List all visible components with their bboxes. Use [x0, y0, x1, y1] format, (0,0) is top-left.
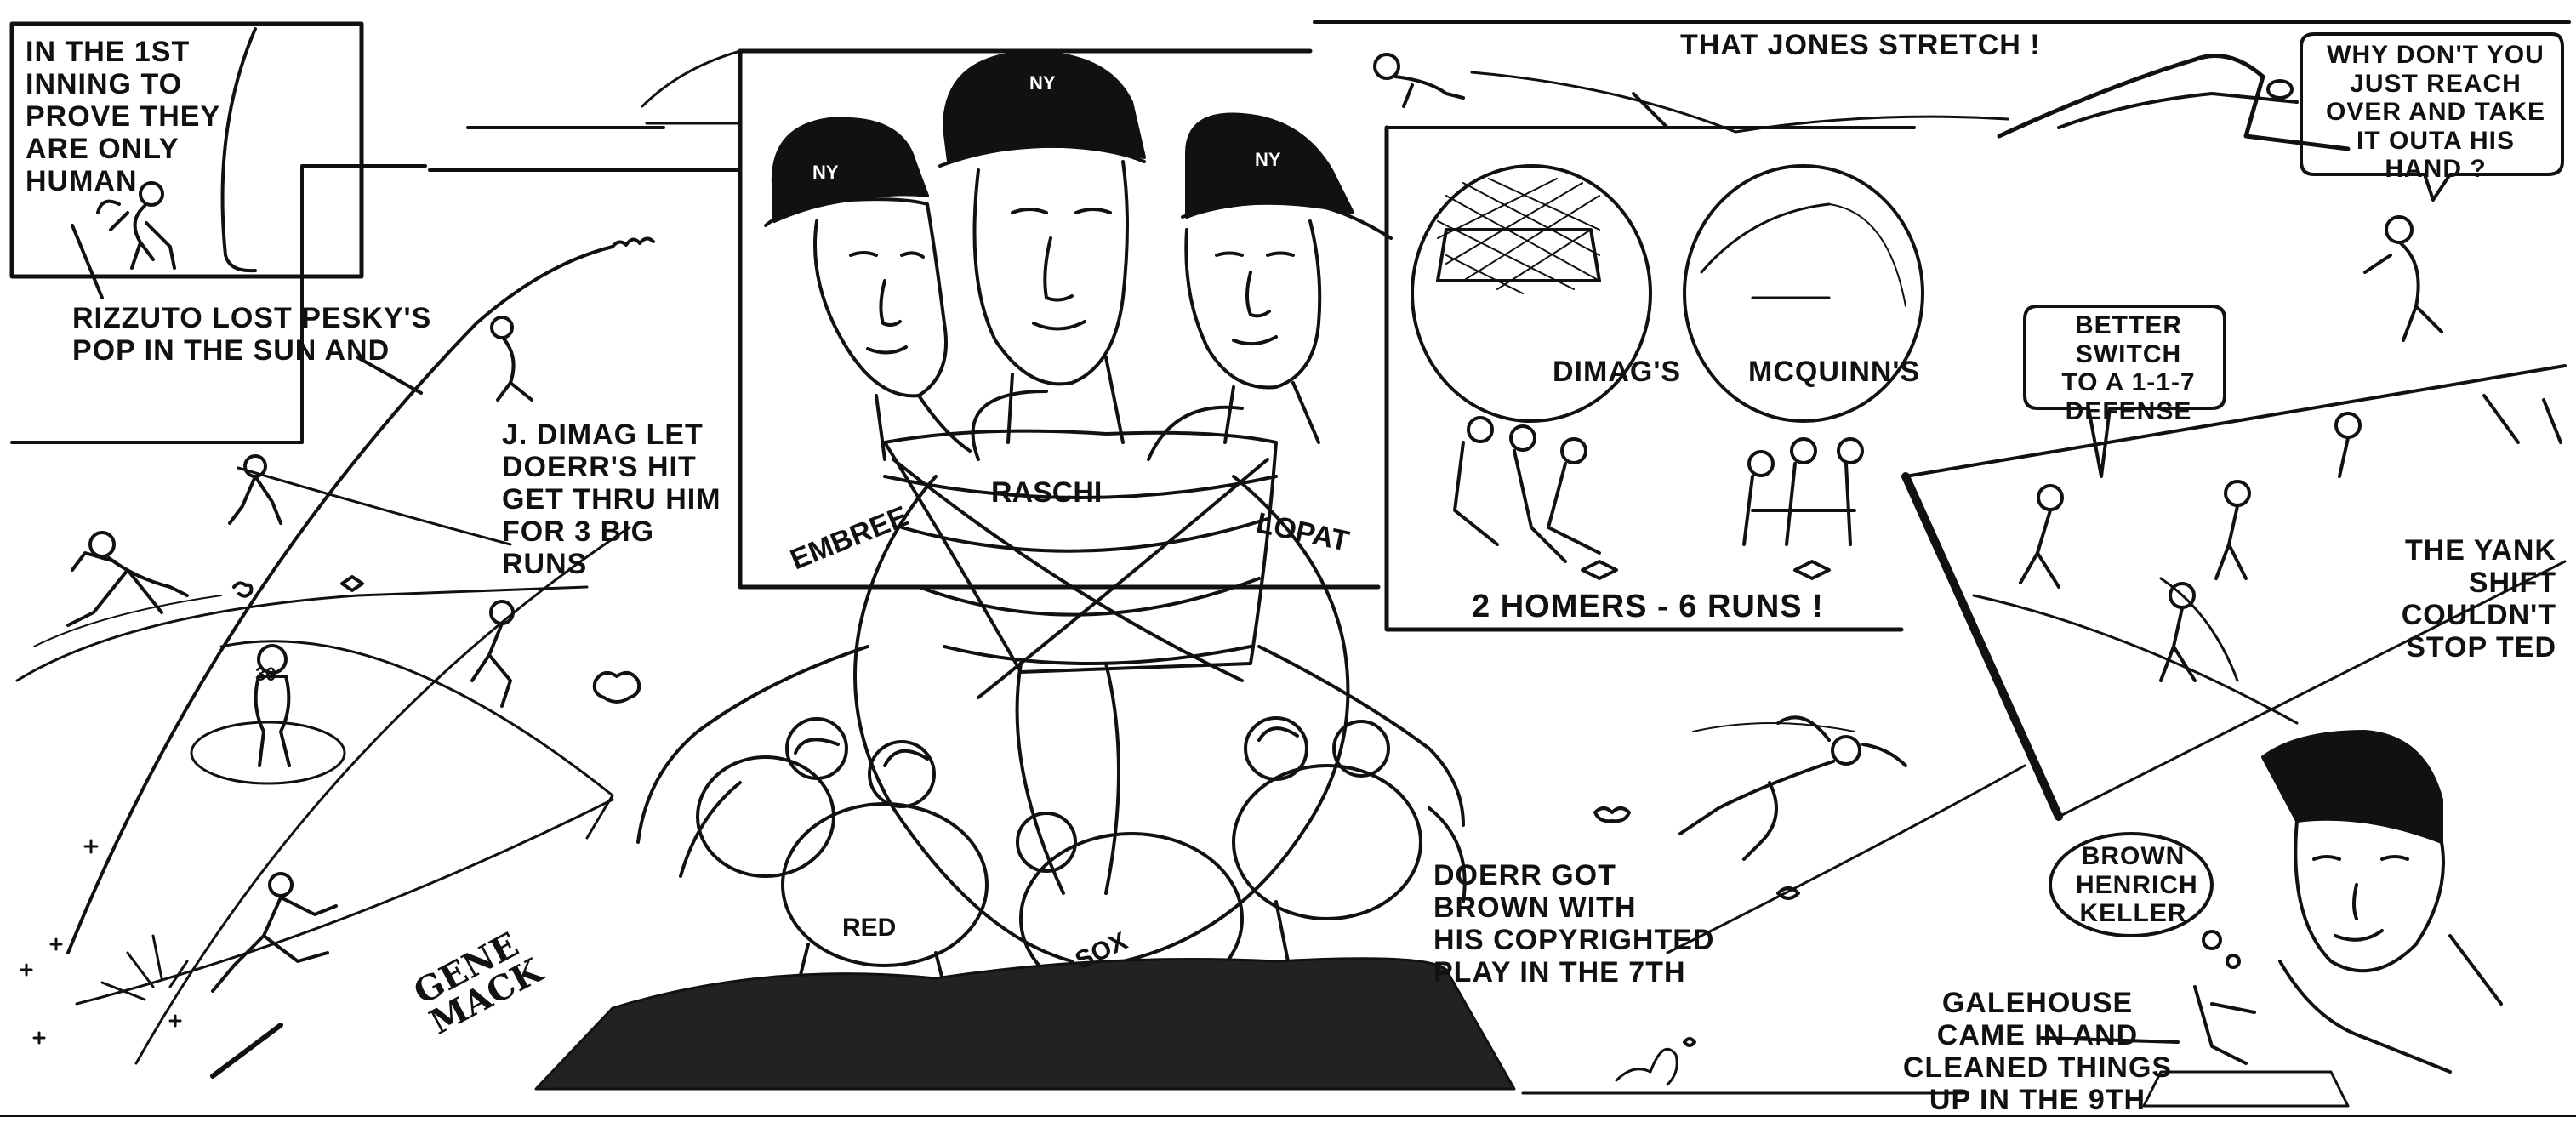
ny-cap-logo: NY — [812, 162, 839, 183]
yank-shift-panel — [1901, 305, 2567, 821]
red-label: RED — [842, 914, 896, 942]
impact-stars — [20, 839, 189, 1045]
first-inning-panel — [9, 21, 364, 279]
lopat-head — [1181, 112, 1393, 444]
galehouse-portrait — [2040, 730, 2503, 1108]
jones-stretch-panel — [1313, 20, 2571, 342]
doerr-got-caption: DOERR GOT BROWN WITH HIS COPYRIGHTED PLA… — [1433, 859, 1715, 989]
jones-stretch-caption: THAT JONES STRETCH ! — [1680, 29, 2041, 61]
dimag-let-caption: J. DIMAG LET DOERR'S HIT GET THRU HIM FO… — [502, 419, 721, 581]
brown-henrich-keller-bubble: BROWN HENRICH KELLER — [2076, 842, 2198, 928]
galehouse-caption: GALEHOUSE CAME IN AND CLEANED THINGS UP … — [1902, 987, 2173, 1117]
reach-over-bubble — [2300, 32, 2564, 202]
center-panel — [428, 48, 1516, 1091]
homers-caption: 2 HOMERS - 6 RUNS ! — [1472, 589, 1824, 624]
left-ballfield — [10, 164, 655, 1079]
homers-panel — [1384, 125, 1924, 632]
ny-cap-logos: NY NY NY — [812, 72, 1281, 183]
reach-over-caption: WHY DON'T YOU JUST REACH OVER AND TAKE I… — [2325, 41, 2545, 184]
doerr-diving-play — [1593, 715, 2026, 954]
first-inning-caption: IN THE 1st INNING TO PROVE THEY ARE ONLY… — [26, 36, 221, 198]
ny-cap-logo: NY — [1255, 149, 1281, 170]
ny-cap-logo: NY — [1029, 72, 1056, 94]
mcquinns-label: McQUINN'S — [1748, 356, 1921, 388]
jersey-number: 30 — [255, 664, 276, 685]
raschi-label: RASCHI — [991, 476, 1102, 509]
raschi-head — [938, 50, 1146, 444]
embree-head — [764, 117, 972, 461]
better-switch-caption: BETTER SWITCH TO A 1-1-7 DEFENSE — [2061, 311, 2196, 425]
yank-shift-caption: THE YANK SHIFT COULDN'T STOP TED — [2401, 534, 2556, 664]
rope-bundle — [636, 390, 1465, 963]
rizzuto-caption: RIZZUTO LOST PESKY'S POP IN THE SUN AND — [72, 302, 432, 367]
dimags-label: DIMAG'S — [1553, 356, 1682, 388]
